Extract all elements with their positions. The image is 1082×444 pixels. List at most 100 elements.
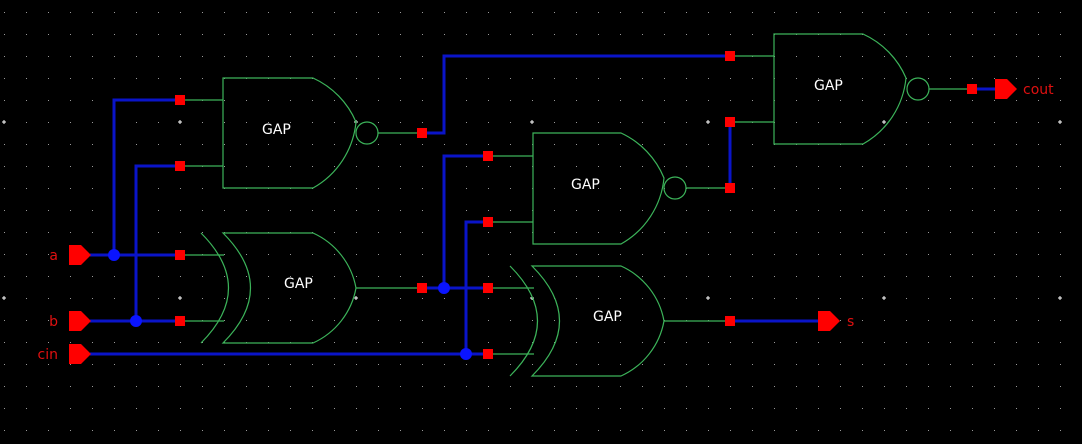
grid-dot [818,56,819,57]
grid-dot [488,408,489,409]
grid-dot [818,364,819,365]
grid-dot [444,386,445,387]
pin[interactable] [483,349,493,359]
grid-dot [114,12,115,13]
grid-dot [510,12,511,13]
grid-dot [598,188,599,189]
grid-dot [796,166,797,167]
grid-dot [510,122,511,123]
gate-nand2[interactable]: GAP [488,132,730,245]
grid-dot [796,12,797,13]
grid-dot [246,122,247,123]
grid-dot [906,34,907,35]
grid-dot [752,12,753,13]
grid-dot [730,210,731,211]
grid-dot [26,276,27,277]
grid-dot [664,430,665,431]
grid-dot [796,232,797,233]
pin[interactable] [417,128,427,138]
grid-dot [642,188,643,189]
pin[interactable] [483,151,493,161]
pin[interactable] [175,250,185,260]
grid-dot [26,408,27,409]
grid-dot [48,386,49,387]
input-port-b[interactable]: b [49,311,91,331]
grid-dot [840,276,841,277]
grid-dot [378,144,379,145]
grid-dot [664,12,665,13]
grid-dot [378,122,379,123]
gate-label: GAP [593,309,622,325]
grid-dot [158,12,159,13]
grid-dot [994,56,995,57]
grid-dot [26,34,27,35]
grid-dot [290,12,291,13]
grid-dot [972,122,973,123]
grid-dot [246,408,247,409]
input-port-cin[interactable]: cin [38,344,91,364]
junction-dot-xor1 [438,282,450,294]
grid-dot [620,232,621,233]
grid-dot [1038,232,1039,233]
gate-nand3[interactable]: GAP [730,33,972,145]
pin[interactable] [725,183,735,193]
grid-dot [48,144,49,145]
grid-dot [246,144,247,145]
pin[interactable] [175,161,185,171]
wire-b-to-nand1[interactable] [134,164,180,321]
grid-dot [48,78,49,79]
grid-dot [488,34,489,35]
wire-nand1-to-nand3[interactable] [422,54,730,135]
grid-dot [224,12,225,13]
grid-dot [1016,56,1017,57]
grid-dot [906,298,907,299]
grid-dot [554,100,555,101]
output-port-cout[interactable]: cout [995,79,1054,99]
grid-dot [92,122,93,123]
grid-dot [290,320,291,321]
grid-dot [334,320,335,321]
pin[interactable] [725,316,735,326]
input-port-a[interactable]: a [49,245,91,265]
grid-dot [224,210,225,211]
pin[interactable] [725,117,735,127]
grid-dot [950,166,951,167]
grid-dot [158,122,159,123]
grid-dot [532,408,533,409]
grid-dot [378,430,379,431]
grid-dot [510,320,511,321]
pin[interactable] [967,84,977,94]
wire-xor1-to-nand2[interactable] [442,154,488,288]
grid-dot [576,166,577,167]
grid-dot [444,298,445,299]
port-label: a [49,248,58,264]
grid-dot [862,12,863,13]
grid-dot [114,408,115,409]
grid-dot [1038,166,1039,167]
gate-xor1[interactable]: GAP [180,232,422,344]
grid-dot [48,276,49,277]
output-port-s[interactable]: s [818,311,854,331]
pin[interactable] [175,95,185,105]
pin[interactable] [417,283,427,293]
grid-dot [4,320,5,321]
grid-dot [180,386,181,387]
grid-dot [1038,320,1039,321]
grid-dot [686,232,687,233]
wire-a-to-nand1[interactable] [112,98,180,255]
pin[interactable] [725,51,735,61]
grid-dot [928,298,929,299]
wires [90,54,996,356]
pin[interactable] [483,217,493,227]
grid-dot [268,34,269,35]
grid-dot [334,254,335,255]
gate-xor2[interactable]: GAP [488,265,730,377]
wire-cin-to-nand2[interactable] [464,220,488,354]
pin[interactable] [483,283,493,293]
gate-nand1[interactable]: GAP [180,77,422,189]
grid-dot [620,342,621,343]
pin[interactable] [175,316,185,326]
grid [2,12,1062,431]
grid-dot [774,298,775,299]
